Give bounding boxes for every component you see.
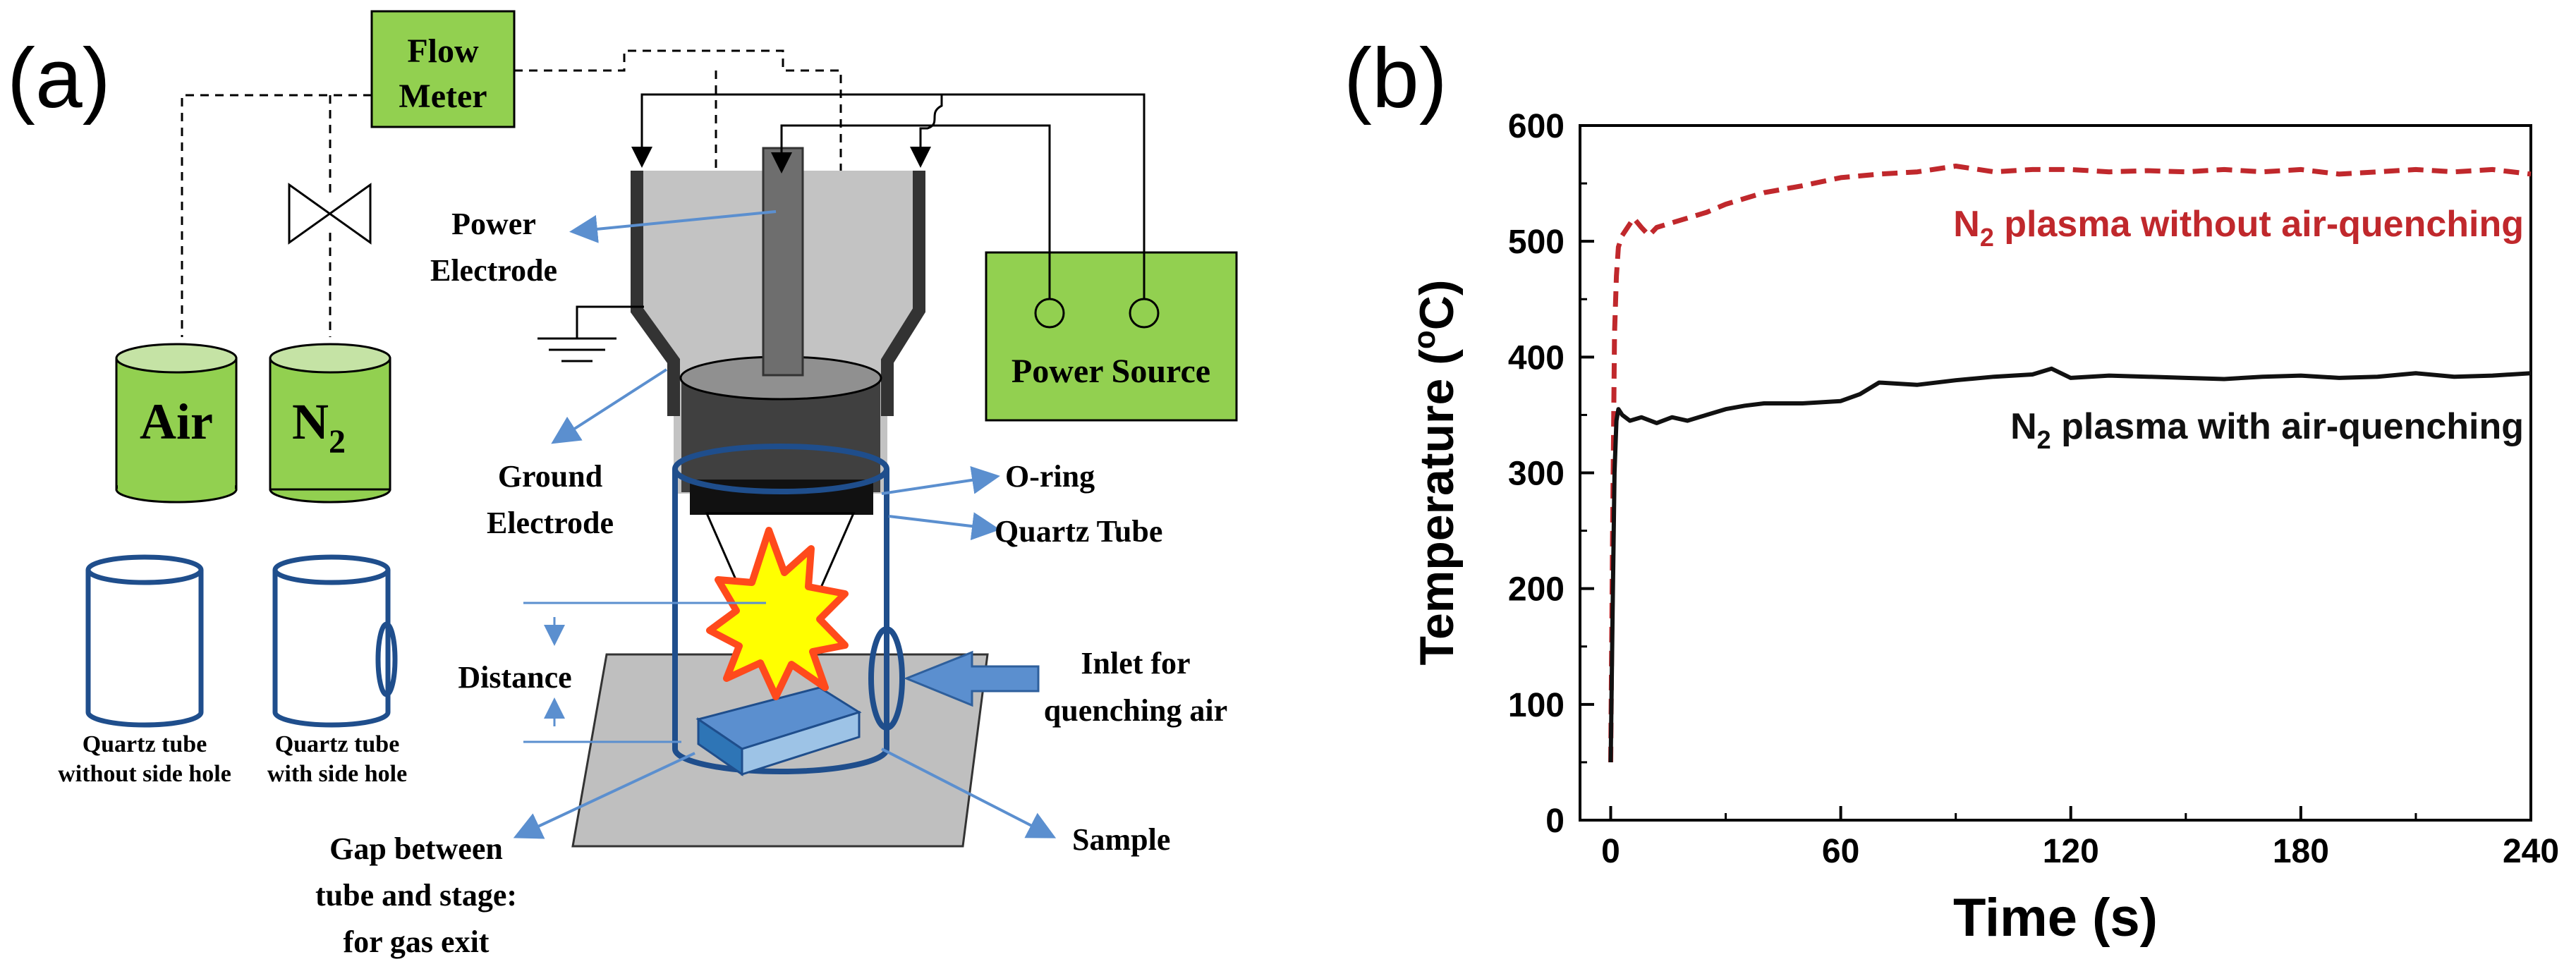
flow-meter-label-1: Flow xyxy=(407,32,479,70)
y-tick-label: 500 xyxy=(1508,224,1565,261)
panel-b-label: (b) xyxy=(1344,31,1447,126)
inlet-label-2: quenching air xyxy=(1044,693,1227,728)
inlet-arrow xyxy=(903,650,1040,707)
valve-icon xyxy=(288,183,372,245)
y-tick-label: 0 xyxy=(1545,803,1565,840)
tube-no-hole-label-2: without side hole xyxy=(58,761,231,787)
flow-meter-box xyxy=(370,10,516,128)
y-tick-label: 400 xyxy=(1508,339,1565,377)
schematic: Flow Meter Air N2 xyxy=(58,10,1238,959)
power-electrode-label-1: Power xyxy=(451,207,536,241)
gap-label-1: Gap between xyxy=(329,831,503,866)
power-source-label: Power Source xyxy=(1011,353,1210,390)
ground-electrode-label-2: Electrode xyxy=(487,506,614,540)
y-tick-label: 600 xyxy=(1508,108,1565,145)
reactor-wall xyxy=(631,171,925,416)
y-tick-label: 300 xyxy=(1508,456,1565,493)
legend-label-without-quenching: N2 plasma without air-quenching xyxy=(1953,204,2524,252)
air-cylinder xyxy=(115,343,238,504)
x-axis-label: Time (s) xyxy=(1953,888,2158,948)
distance-indicator xyxy=(523,602,766,743)
x-tick-label: 120 xyxy=(2043,833,2099,870)
tube-side-hole-label-2: with side hole xyxy=(267,761,407,787)
power-wires xyxy=(631,93,1146,299)
sample-block xyxy=(695,686,862,776)
callout-arrows xyxy=(513,210,1057,839)
n2-label: N2 xyxy=(292,394,346,460)
o-ring-label: O-ring xyxy=(1005,459,1095,494)
x-tick-label: 180 xyxy=(2273,833,2329,870)
x-tick-label: 60 xyxy=(1822,833,1859,870)
power-source-box xyxy=(985,251,1238,422)
tube-no-hole-label-1: Quartz tube xyxy=(83,731,207,757)
distance-label: Distance xyxy=(458,660,571,695)
ground-icon xyxy=(537,305,644,362)
sample-label: Sample xyxy=(1072,822,1170,857)
gap-label-3: for gas exit xyxy=(344,925,490,959)
tube-side-hole-label-1: Quartz tube xyxy=(275,731,400,757)
gap-label-2: tube and stage: xyxy=(315,878,517,913)
n2-cylinder xyxy=(269,343,391,504)
side-hole xyxy=(868,626,905,731)
flow-meter-label-2: Meter xyxy=(399,78,487,115)
ground-electrode-label-1: Ground xyxy=(498,459,602,494)
legend-label-with-quenching: N2 plasma with air-quenching xyxy=(2010,406,2524,454)
y-tick-label: 200 xyxy=(1508,571,1565,609)
air-label: Air xyxy=(140,394,213,450)
quartz-tube-side-hole-icon xyxy=(272,554,398,728)
power-electrode-label-2: Electrode xyxy=(430,253,557,288)
power-electrode xyxy=(762,147,804,377)
inlet-label-1: Inlet for xyxy=(1081,646,1190,681)
x-tick-label: 240 xyxy=(2503,833,2559,870)
y-axis-label: Temperature (oC) xyxy=(1407,279,1464,665)
quartz-tube-no-hole-icon xyxy=(85,554,204,728)
plasma-burst xyxy=(706,527,849,700)
panel-a-label: (a) xyxy=(7,31,111,126)
y-tick-label: 100 xyxy=(1508,687,1565,724)
series-line-with-quenching xyxy=(1608,366,2532,762)
temperature-chart: 0 60 120 180 240 0 100 200 300 400 500 600 Time (s… xyxy=(1407,108,2559,948)
x-tick-label: 0 xyxy=(1601,833,1620,870)
series-line-without-quenching xyxy=(1608,164,2532,762)
quartz-tube-label: Quartz Tube xyxy=(995,514,1162,549)
